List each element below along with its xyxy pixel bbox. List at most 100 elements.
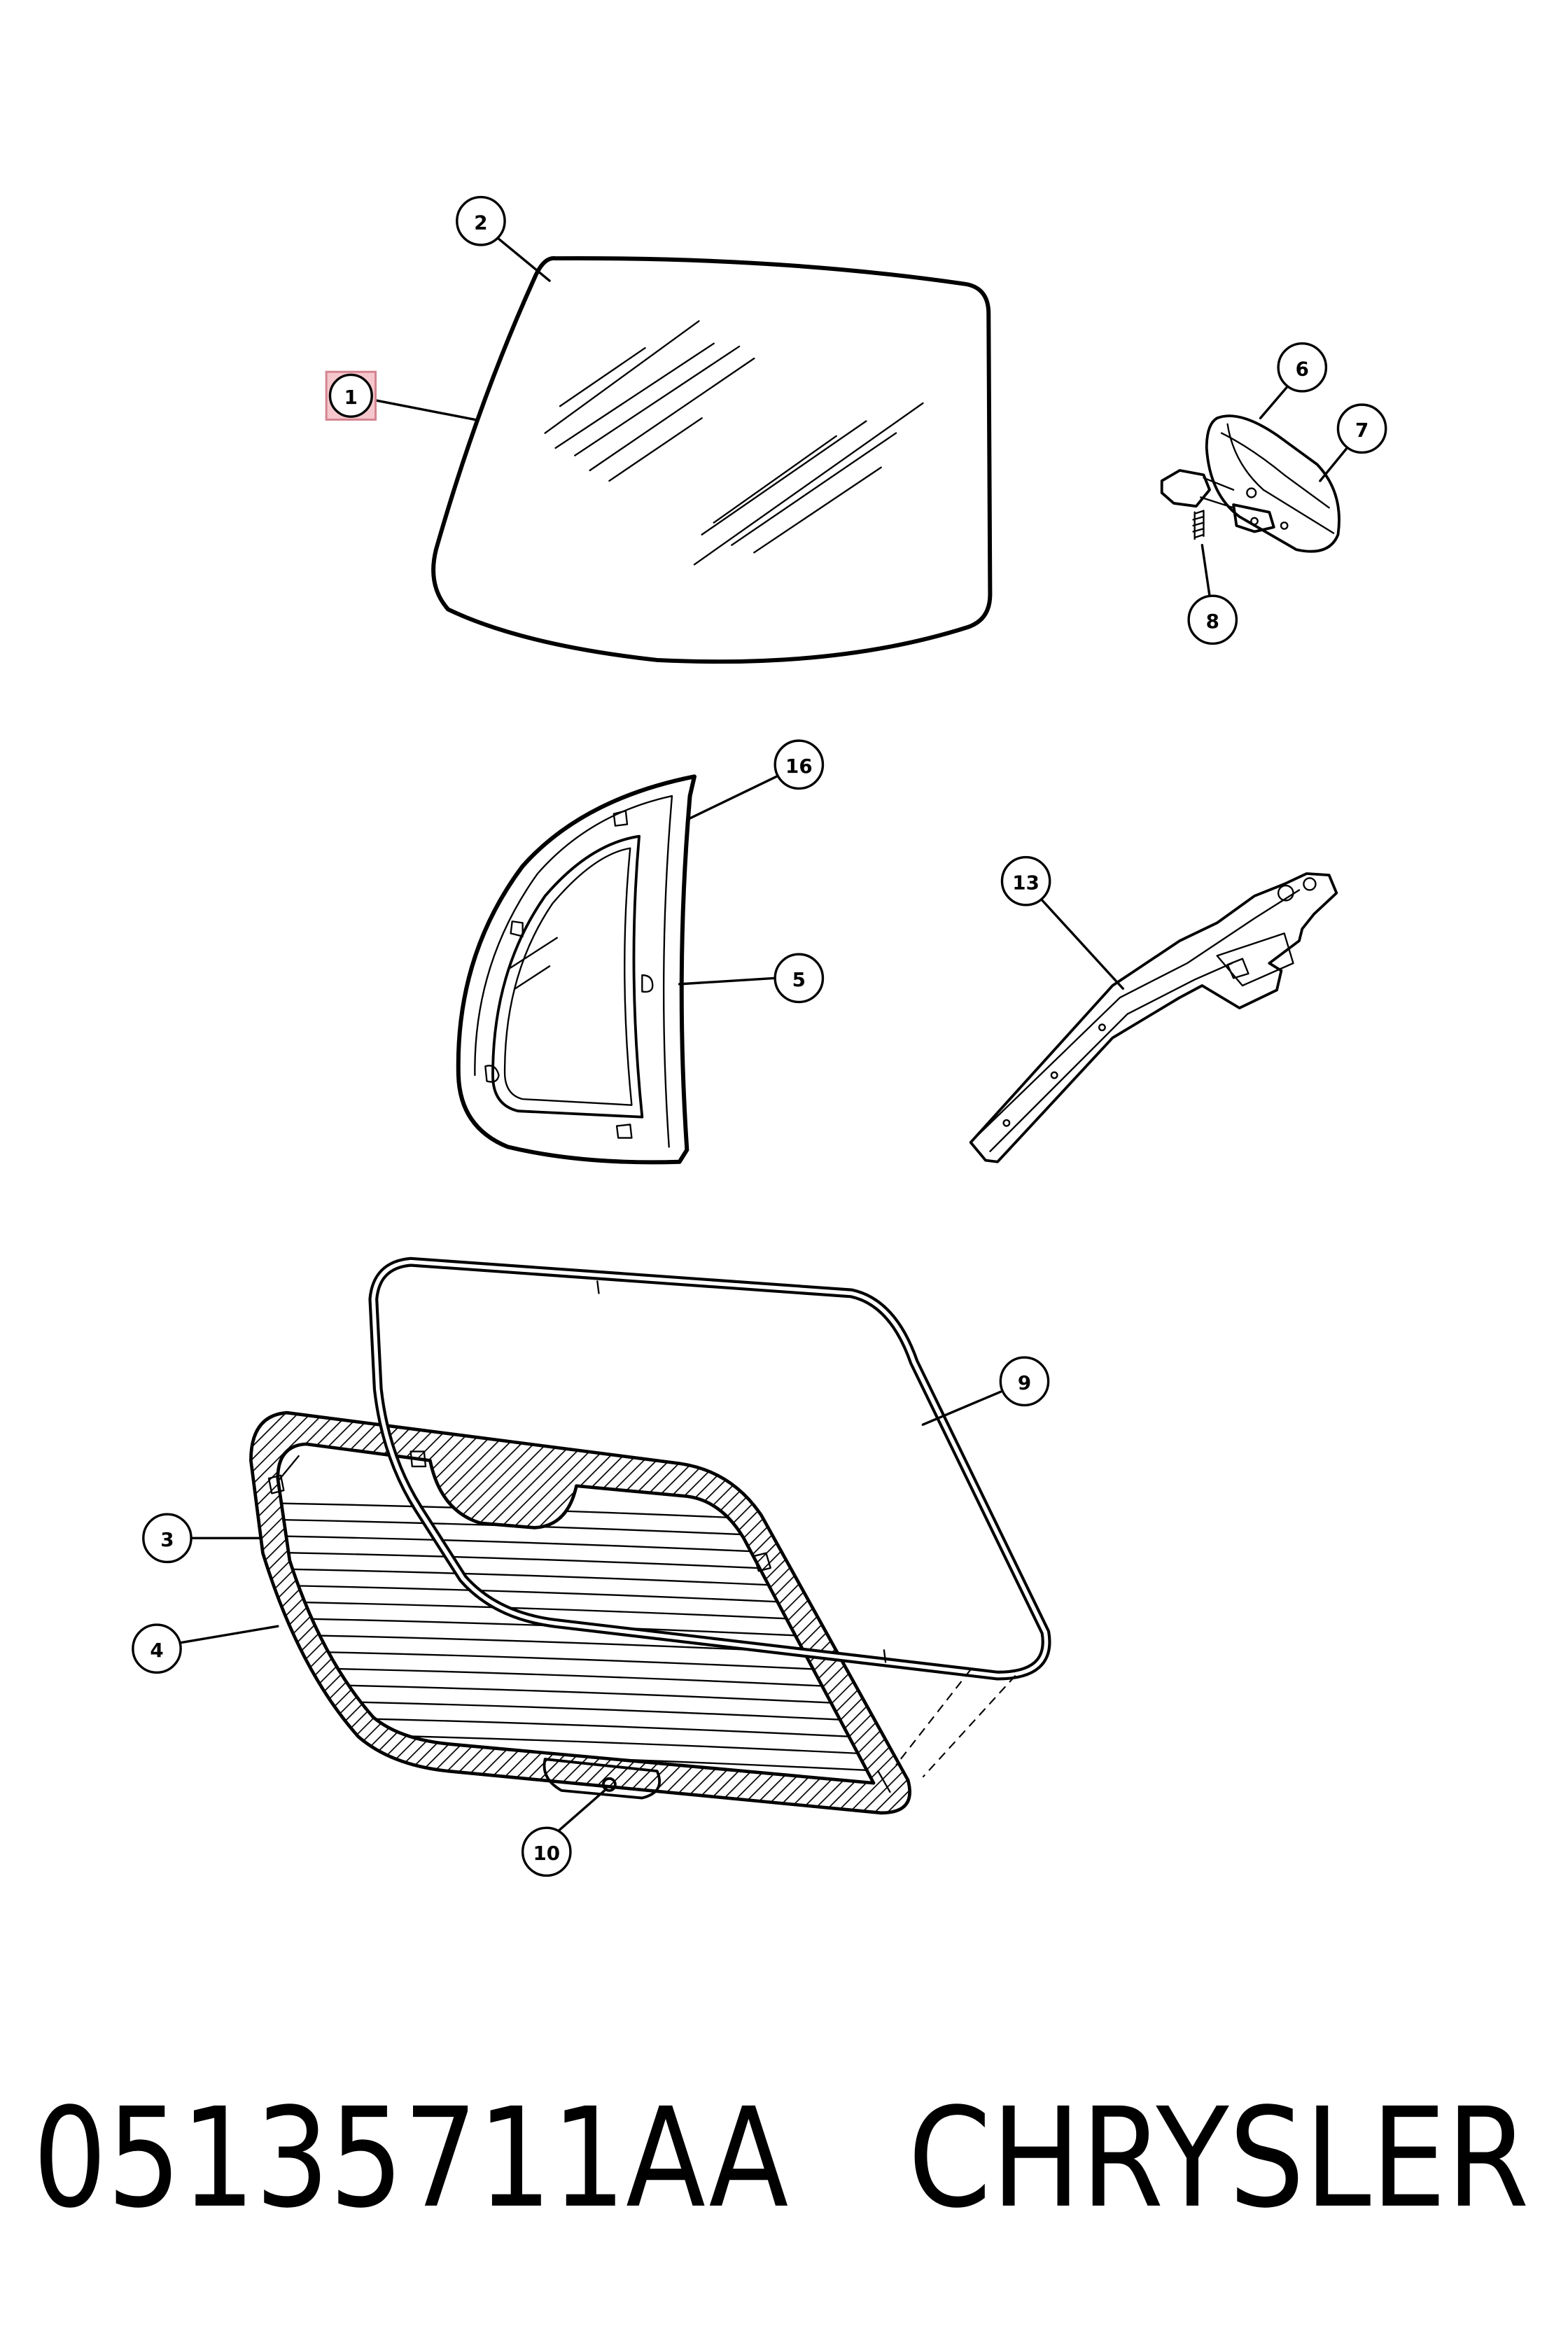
glare-line [574, 345, 741, 456]
rear-glass-clip [267, 1474, 285, 1494]
quarter-glass-clip [484, 1065, 500, 1083]
callout-circle[interactable] [1000, 855, 1051, 906]
callout-number: 5 [792, 968, 806, 991]
callout-circle[interactable] [456, 195, 506, 246]
leader-line-1 [373, 399, 477, 421]
seal-alignment-line [922, 1674, 1016, 1778]
quarter-glass-clip [510, 920, 524, 937]
leader-line-10 [557, 1788, 608, 1833]
leader-line-6 [1259, 385, 1289, 420]
rail-edge-line [977, 889, 1301, 1136]
callout-circle[interactable] [132, 1623, 182, 1674]
callout-1[interactable]: 1 [328, 373, 373, 418]
rail-bracket-tab [1226, 958, 1250, 979]
callout-circle[interactable] [999, 1356, 1050, 1407]
mirror-mount-bracket [1160, 469, 1211, 508]
rail-fastener [1303, 877, 1317, 891]
callout-circle[interactable] [521, 1826, 572, 1877]
callout-number: 2 [474, 211, 487, 234]
glare-line [713, 435, 837, 524]
callout-8[interactable]: 8 [1187, 594, 1238, 645]
glare-line [544, 320, 700, 434]
leader-line-4 [179, 1625, 279, 1644]
quarter-glass-clip [612, 810, 629, 827]
mirror-housing-seam [1220, 432, 1330, 509]
mirror-screw [1280, 522, 1289, 530]
rail-bracket [1216, 932, 1294, 987]
callout-circle[interactable] [142, 1513, 192, 1564]
defroster-line [277, 1567, 874, 1596]
defroster-line [277, 1518, 874, 1547]
rear-glass-tab-hole [601, 1777, 617, 1792]
rail-outline [969, 872, 1338, 1163]
brand-name: CHRYSLER [908, 2079, 1529, 2239]
callout-circle[interactable] [774, 953, 825, 1004]
callout-number: 13 [1012, 871, 1040, 894]
callout-number: 8 [1206, 610, 1219, 633]
rail-fastener [1098, 1023, 1106, 1032]
leader-line-16 [688, 775, 778, 820]
callout-2[interactable]: 2 [456, 195, 506, 246]
callout-circle[interactable] [1336, 403, 1387, 454]
quarter-glass-frame-inner-edge [474, 794, 673, 1148]
rear-glass-seal [368, 1256, 1051, 1778]
mirror-glass-edge [1226, 423, 1335, 534]
callout-number: 3 [160, 1528, 174, 1551]
seal-joint [596, 1280, 887, 1663]
seal-channel [371, 1259, 1049, 1678]
callout-7[interactable]: 7 [1336, 403, 1387, 454]
callout-circle[interactable] [774, 739, 825, 790]
leader-lines [179, 237, 1348, 1833]
callout-number: 10 [533, 1842, 561, 1865]
callout-number: 9 [1018, 1371, 1031, 1394]
callout-circle[interactable] [1277, 342, 1328, 393]
rear-glass-lower-tab [542, 1758, 662, 1800]
leader-line-13 [1041, 899, 1124, 990]
mirror-mount-tab [1232, 503, 1275, 533]
callout-13[interactable]: 13 [1000, 855, 1051, 906]
glare-line [701, 420, 867, 536]
leader-line-7 [1319, 447, 1348, 482]
callout-number: 6 [1296, 357, 1309, 380]
defroster-line [277, 1550, 874, 1580]
mirror-mount-hole [1250, 517, 1259, 526]
leader-line-8 [1200, 543, 1211, 597]
rail-molding [969, 872, 1338, 1163]
callout-5[interactable]: 5 [774, 953, 825, 1004]
rear-glass-clip [753, 1552, 771, 1572]
callout-circle[interactable] [1187, 594, 1238, 645]
glare-line [753, 466, 882, 554]
glare-line [514, 965, 551, 990]
rear-glass-clip [410, 1450, 427, 1468]
glare-line [559, 346, 646, 407]
glare-line [608, 417, 703, 482]
callout-number: 7 [1355, 419, 1368, 442]
quarter-glass-frame [456, 774, 696, 1165]
part-number: 05135711AA [33, 2079, 788, 2239]
defroster-line [277, 1534, 874, 1563]
callout-4[interactable]: 4 [132, 1623, 182, 1674]
callout-circle[interactable] [328, 373, 373, 418]
leader-line-2 [497, 237, 551, 282]
callout-6[interactable]: 6 [1277, 342, 1328, 393]
seal-alignment-line [895, 1669, 972, 1766]
leader-line-5 [678, 976, 776, 986]
callout-number: 4 [150, 1639, 163, 1662]
glare-line [693, 402, 924, 566]
glare-line [731, 432, 897, 546]
callout-number: 1 [344, 386, 358, 409]
glare-line [554, 342, 715, 449]
defroster-line [277, 1583, 874, 1613]
rail-fastener [1277, 884, 1294, 902]
rail-fastener [1002, 1119, 1011, 1127]
callout-10[interactable]: 10 [521, 1826, 572, 1877]
callout-3[interactable]: 3 [142, 1513, 192, 1564]
rail-edge-line [989, 962, 1233, 1152]
callout-9[interactable]: 9 [999, 1356, 1050, 1407]
mirror-housing [1205, 414, 1340, 553]
callout-number: 16 [785, 755, 813, 778]
mirror-pivot [1246, 487, 1257, 498]
callout-16[interactable]: 16 [774, 739, 825, 790]
mirror-set-screw [1192, 510, 1205, 540]
